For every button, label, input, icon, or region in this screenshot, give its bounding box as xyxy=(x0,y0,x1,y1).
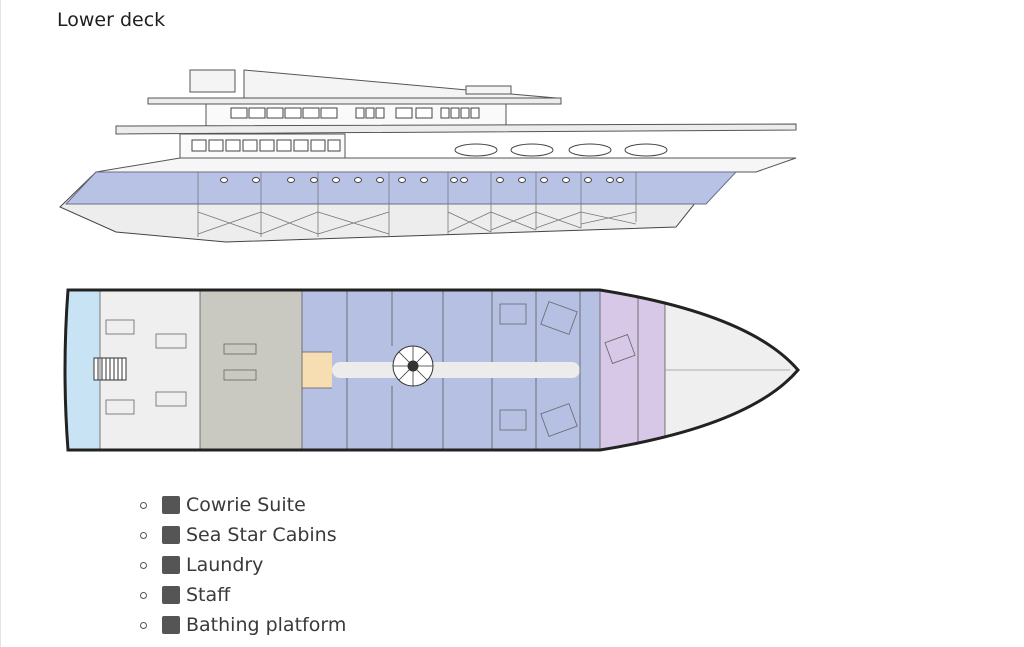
zone-sea-star-cabins xyxy=(302,290,600,352)
content-divider xyxy=(0,0,1,647)
bullet-icon xyxy=(140,561,147,569)
plan-outline xyxy=(63,288,800,452)
color-swatch-icon xyxy=(162,526,180,544)
color-swatch-icon xyxy=(162,616,180,634)
legend-label: Sea Star Cabins xyxy=(186,524,337,546)
zone-laundry xyxy=(302,352,332,388)
zone-cowrie-suite xyxy=(600,290,665,450)
spiral-stair xyxy=(392,345,434,387)
bullet-icon xyxy=(140,501,147,509)
legend-item-staff: Staff xyxy=(140,580,346,610)
color-swatch-icon xyxy=(162,586,180,604)
legend-item-sea-star-cabins: Sea Star Cabins xyxy=(140,520,346,550)
mast-block xyxy=(189,69,236,93)
middle-sweep xyxy=(95,157,797,173)
legend-item-bathing-platform: Bathing platform xyxy=(140,610,346,640)
legend-label: Bathing platform xyxy=(186,614,347,636)
ship-side-view xyxy=(59,69,797,243)
legend-item-laundry: Laundry xyxy=(140,550,346,580)
zone-sea-star-cabins-lower xyxy=(302,388,600,450)
aft-stair xyxy=(93,357,127,381)
bullet-icon xyxy=(140,621,147,629)
color-swatch-icon xyxy=(162,556,180,574)
top-rail xyxy=(465,85,512,95)
legend-label: Cowrie Suite xyxy=(186,494,306,516)
deck-plan xyxy=(63,288,800,452)
cabin-band xyxy=(64,171,738,205)
upper-deck xyxy=(147,97,562,105)
legend-label: Staff xyxy=(186,584,231,606)
zone-bathing-platform xyxy=(65,290,100,450)
color-swatch-icon xyxy=(162,496,180,514)
legend-list: Cowrie Suite Sea Star Cabins Laundry Sta… xyxy=(140,490,346,640)
page-title: Lower deck xyxy=(57,9,166,31)
legend-label: Laundry xyxy=(186,554,264,576)
middle-deck xyxy=(115,123,797,135)
legend-item-cowrie-suite: Cowrie Suite xyxy=(140,490,346,520)
bullet-icon xyxy=(140,591,147,599)
bullet-icon xyxy=(140,531,147,539)
corridor xyxy=(332,362,580,378)
